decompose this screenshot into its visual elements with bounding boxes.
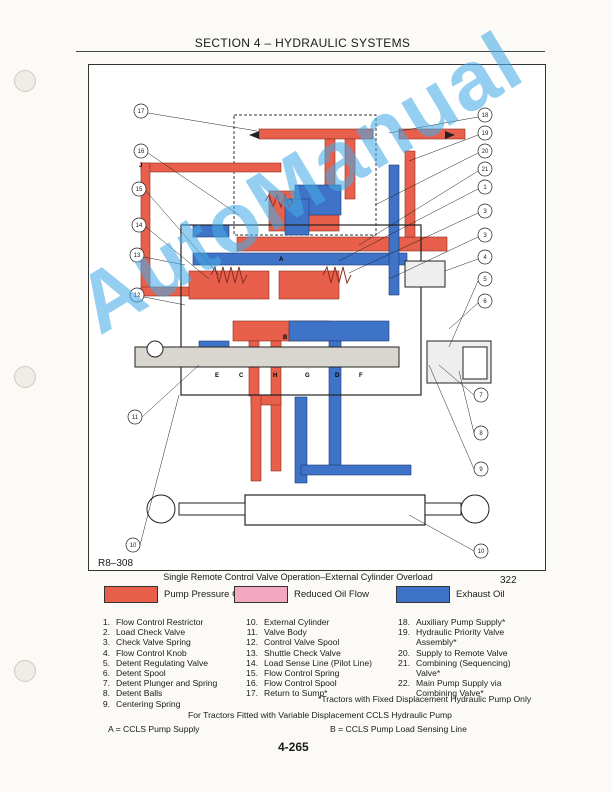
- callout-12: 11: [132, 415, 139, 421]
- legend-label: Exhaust Oil: [456, 589, 505, 600]
- flow-control-knob: [404, 260, 446, 288]
- list-item: 18.Auxiliary Pump Supply*: [398, 617, 506, 627]
- list-item: Combining Valve*: [416, 688, 484, 699]
- callout-16: 15: [136, 187, 143, 193]
- list-item: 10.External Cylinder: [246, 617, 330, 627]
- list-item: Assembly*: [416, 637, 457, 648]
- legend-label: Reduced Oil Flow: [294, 589, 369, 600]
- control-spool: [134, 346, 400, 368]
- punch-hole-bottom: [14, 660, 36, 682]
- figure-code: R8–308: [98, 558, 134, 569]
- callout-21: 20: [482, 149, 489, 155]
- callout-5: 5: [483, 277, 487, 283]
- punch-hole-top: [14, 70, 36, 92]
- list-item: 17.Return to Sump*: [246, 688, 328, 699]
- port-label-b: B: [283, 335, 288, 341]
- list-item: 22.Main Pump Supply via: [398, 678, 502, 689]
- port-label-a: A: [279, 257, 284, 263]
- list-item: 6.Detent Spool: [102, 668, 166, 679]
- callout-14: 13: [134, 253, 141, 259]
- header-rule: [76, 51, 545, 52]
- hydraulic-diagram: A B C H G D F E J 17 16 15 14 13 12: [125, 103, 493, 559]
- figure-number: 322: [500, 575, 517, 586]
- list-item: 12.Control Valve Spool: [246, 637, 340, 648]
- valve-body: [180, 224, 422, 396]
- callout-1: 1: [483, 185, 487, 191]
- port-label-g: G: [305, 373, 310, 379]
- reduced-flow-swatch: [234, 586, 288, 603]
- list-item: 5.Detent Regulating Valve: [102, 657, 209, 668]
- key-a: A = CCLS Pump Supply: [108, 724, 200, 734]
- list-item: 20.Supply to Remote Valve: [398, 647, 508, 658]
- list-item: 8.Detent Balls: [102, 688, 163, 699]
- exhaust-swatch: [396, 586, 450, 603]
- legend-pump-pressure: Pump Pressure Oil: [104, 586, 244, 603]
- callout-18: 17: [138, 109, 145, 115]
- list-item: 13.Shuttle Check Valve: [246, 647, 341, 658]
- list-item: 19.Hydraulic Priority Valve: [398, 627, 505, 638]
- port-label-d: D: [335, 373, 340, 379]
- callout-22: 21: [482, 167, 489, 173]
- list-item: 9.Centering Spring: [102, 698, 181, 709]
- callout-19: 18: [482, 113, 489, 119]
- parts-list-col1: 1.Flow Control Restrictor 2.Load Check V…: [92, 617, 242, 709]
- callout-17: 16: [138, 149, 145, 155]
- list-item: 14.Load Sense Line (Pilot Line): [246, 657, 372, 668]
- parts-list-col3: 18.Auxiliary Pump Supply* 19.Hydraulic P…: [392, 617, 542, 699]
- return-arrow: [249, 131, 259, 139]
- leader-lines: [139, 112, 479, 552]
- section-header: SECTION 4 – HYDRAULIC SYSTEMS: [194, 36, 411, 50]
- callout-13: 12: [134, 293, 141, 299]
- callout-20: 19: [482, 131, 489, 137]
- page-number: 4-265: [278, 740, 309, 754]
- list-item: 1.Flow Control Restrictor: [102, 617, 204, 627]
- exhaust-oil-paths: [192, 164, 412, 484]
- list-item: Valve*: [416, 668, 441, 679]
- callout-6: 6: [483, 299, 487, 305]
- port-label-j: J: [139, 163, 142, 169]
- callout-3a: 3: [483, 209, 487, 215]
- figure-caption: Single Remote Control Valve Operation–Ex…: [163, 572, 433, 582]
- callout-4: 4: [483, 255, 487, 261]
- callout-9: 9: [479, 467, 483, 473]
- list-item: 16.Flow Control Spool: [246, 678, 337, 689]
- diagram-frame: A B C H G D F E J 17 16 15 14 13 12: [88, 64, 546, 571]
- external-cylinder: [244, 494, 426, 526]
- list-item: 15.Flow Control Spring: [246, 668, 340, 679]
- legend-exhaust: Exhaust Oil: [396, 586, 505, 603]
- variable-pump-note: For Tractors Fitted with Variable Displa…: [188, 710, 452, 720]
- punch-hole-middle: [14, 366, 36, 388]
- port-label-c: C: [239, 373, 244, 379]
- port-label-h: H: [273, 373, 277, 379]
- callout-10: 10: [478, 549, 485, 555]
- port-label-e: E: [215, 373, 219, 379]
- list-item: 3.Check Valve Spring: [102, 637, 191, 648]
- list-item: 11.Valve Body: [246, 627, 307, 638]
- list-item: 7.Detent Plunger and Spring: [102, 678, 218, 689]
- fixed-pump-footnote: *Tractors with Fixed Displacement Hydrau…: [318, 694, 532, 704]
- list-item: 21.Combining (Sequencing): [398, 657, 511, 668]
- list-item: 2.Load Check Valve: [102, 627, 186, 638]
- callout-8: 8: [479, 431, 483, 437]
- key-b: B = CCLS Pump Load Sensing Line: [330, 724, 467, 734]
- legend-label: Pump Pressure Oil: [164, 589, 244, 600]
- callout-7: 7: [479, 393, 483, 399]
- legend-reduced-flow: Reduced Oil Flow: [234, 586, 369, 603]
- pressure-swatch: [104, 586, 158, 603]
- springs: [210, 193, 352, 285]
- parts-list-col2: 10.External Cylinder 11.Valve Body 12.Co…: [240, 617, 400, 699]
- callout-15: 14: [136, 223, 143, 229]
- callout-11: 10: [130, 543, 137, 549]
- callout-3b: 3: [483, 233, 487, 239]
- list-item: 4.Flow Control Knob: [102, 647, 187, 658]
- port-label-f: F: [359, 373, 363, 379]
- supply-arrow-a: [445, 131, 455, 139]
